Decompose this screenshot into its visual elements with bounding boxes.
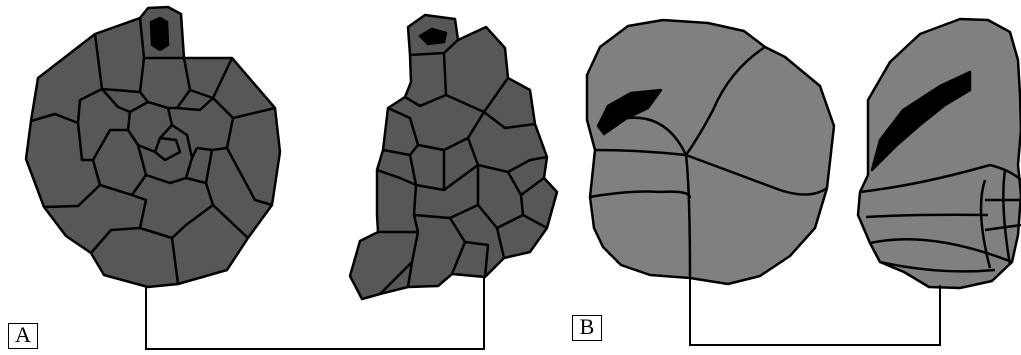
panel-label-a: A xyxy=(8,323,38,349)
panel-b-front-specimen xyxy=(587,20,834,284)
panel-a-side-specimen xyxy=(350,15,557,299)
bracket-a xyxy=(146,277,484,349)
specimen-a2-outline xyxy=(350,15,557,299)
specimen-b1-outline xyxy=(587,20,834,284)
bracket-b xyxy=(690,278,940,345)
specimen-a1-aperture xyxy=(151,18,168,50)
panel-label-b: B xyxy=(572,315,602,341)
panel-a-spiral-specimen xyxy=(26,7,280,287)
panel-b-side-specimen xyxy=(858,19,1021,288)
